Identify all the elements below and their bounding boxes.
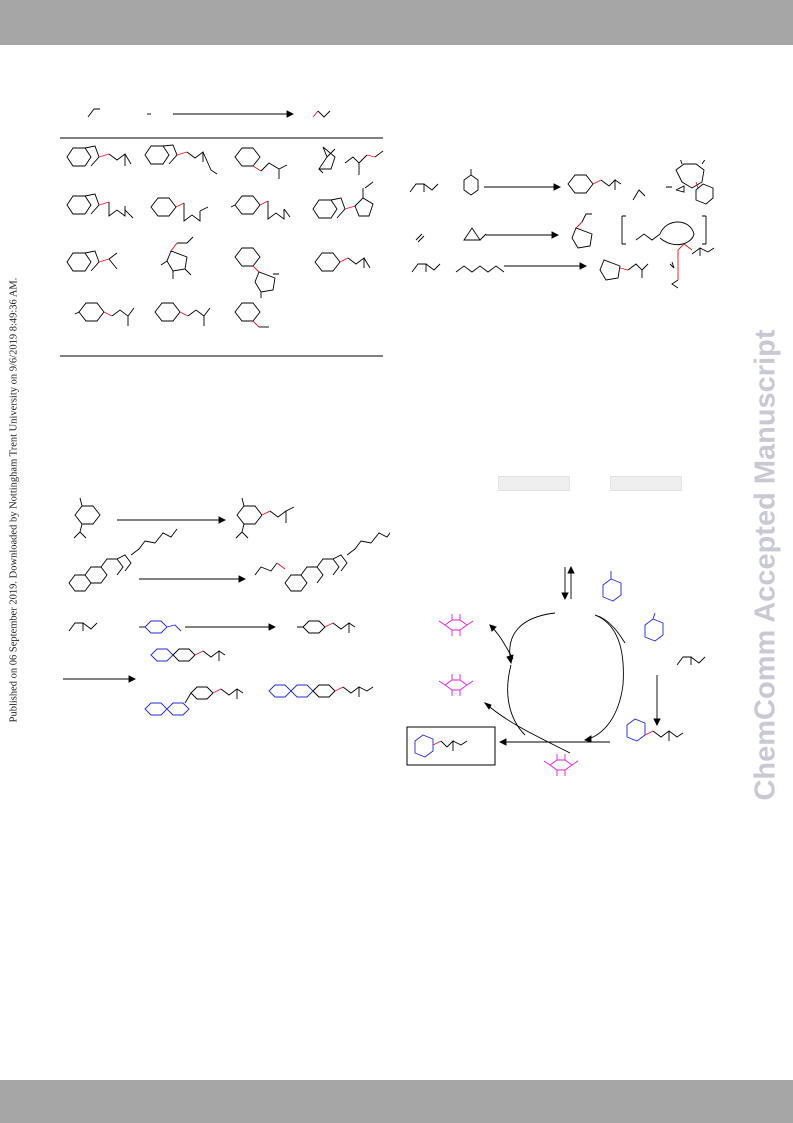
late-stage-functionalization-scheme	[55, 495, 390, 725]
side-note-text: Published on 06 September 2019. Download…	[8, 277, 20, 723]
substrate-scope-table	[55, 95, 390, 365]
placeholder-box-right	[610, 476, 682, 491]
watermark-text: ChemComm Accepted Manuscript	[749, 329, 782, 801]
reaction-scheme-right	[408, 160, 733, 290]
placeholder-box-left	[498, 476, 570, 491]
header-bar	[0, 0, 793, 45]
catalytic-cycle-scheme	[405, 565, 735, 790]
footer-bar	[0, 1080, 793, 1123]
